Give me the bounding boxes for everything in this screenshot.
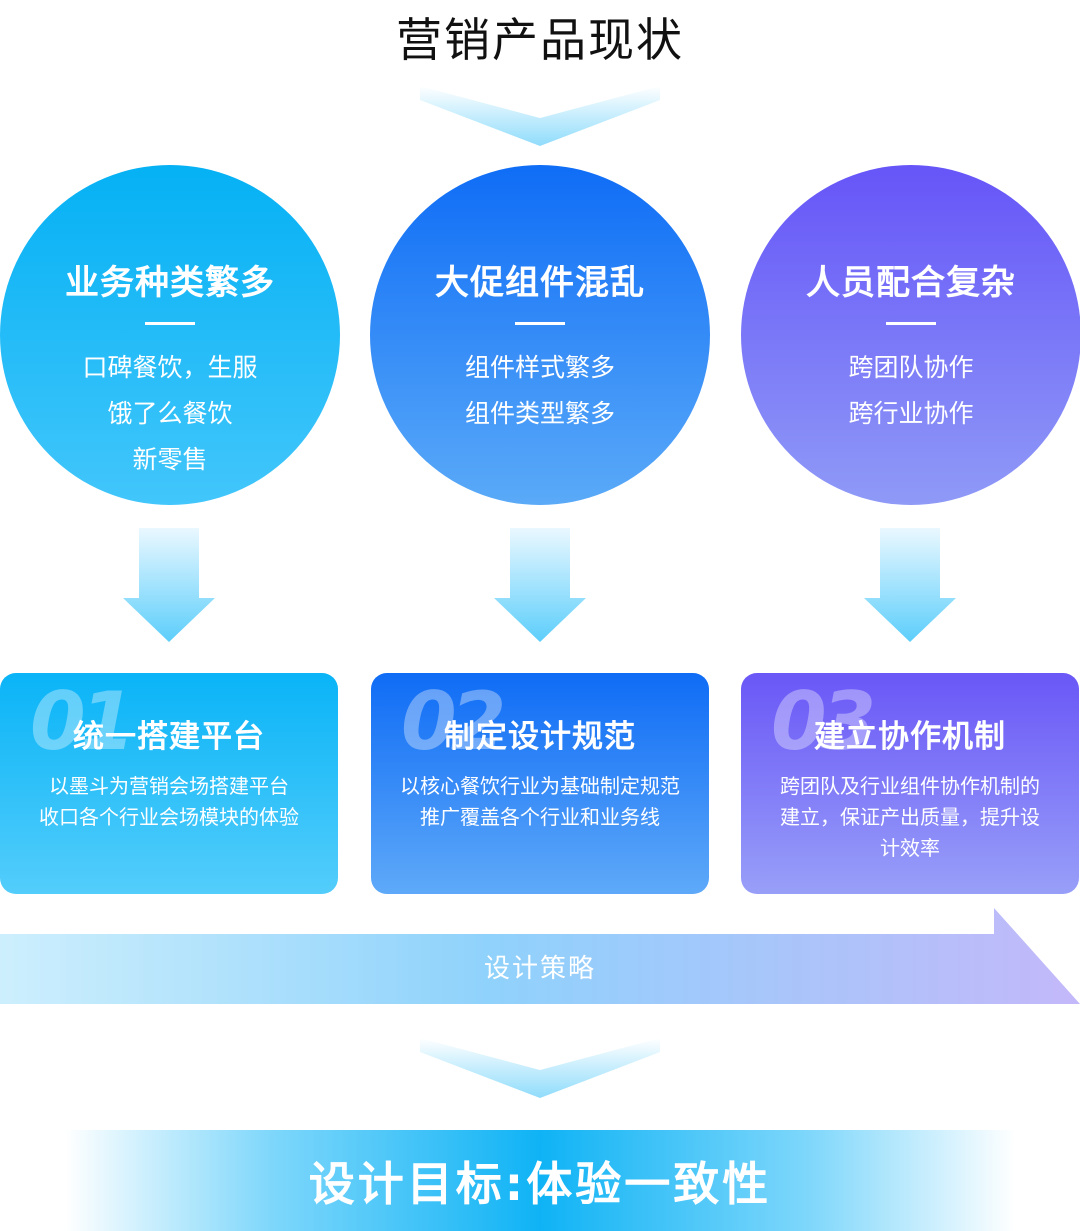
strategy-heading: 统一搭建平台 <box>73 719 265 755</box>
step-number: 03 <box>771 675 876 768</box>
strategy-band-arrow <box>0 908 1080 1004</box>
problem-heading: 人员配合复杂 <box>806 263 1016 303</box>
step-number: 01 <box>30 675 135 768</box>
problem-circle-business-types: 业务种类繁多 口碑餐饮，生服 饿了么餐饮 新零售 <box>0 165 340 505</box>
strategy-line: 收口各个行业会场模块的体验 <box>39 805 299 829</box>
strategy-card-guidelines: 02 制定设计规范 以核心餐饮行业为基础制定规范 推广覆盖各个行业和业务线 <box>371 673 709 894</box>
strategy-card-platform: 01 统一搭建平台 以墨斗为营销会场搭建平台 收口各个行业会场模块的体验 <box>0 673 338 894</box>
problem-line: 组件样式繁多 <box>464 353 615 382</box>
divider <box>886 322 936 325</box>
strategy-description: 跨团队及行业组件协作机制的 建立，保证产出质量，提升设 计效率 <box>751 771 1069 864</box>
strategy-card-collaboration: 03 建立协作机制 跨团队及行业组件协作机制的 建立，保证产出质量，提升设 计效… <box>741 673 1079 894</box>
strategy-band-label: 设计策略 <box>483 954 596 984</box>
strategy-heading: 建立协作机制 <box>814 719 1006 755</box>
problem-line: 饿了么餐饮 <box>107 399 233 428</box>
problem-heading: 大促组件混乱 <box>435 263 645 303</box>
arrow-down-icon <box>494 528 586 642</box>
strategy-line: 跨团队及行业组件协作机制的 <box>780 774 1040 798</box>
problem-line: 组件类型繁多 <box>464 399 615 428</box>
problem-line: 跨行业协作 <box>848 399 974 428</box>
strategy-line: 计效率 <box>880 836 940 860</box>
strategy-line: 建立，保证产出质量，提升设 <box>780 805 1040 829</box>
problem-line: 新零售 <box>132 445 208 474</box>
goal-label: 设计目标:体验一致性 <box>308 1157 772 1211</box>
strategy-heading: 制定设计规范 <box>444 719 636 755</box>
problem-circle-collaboration: 人员配合复杂 跨团队协作 跨行业协作 <box>741 165 1080 505</box>
chevron-down-icon <box>420 86 660 146</box>
problem-heading: 业务种类繁多 <box>65 263 275 303</box>
goal-banner <box>0 1130 1080 1231</box>
divider <box>145 322 195 325</box>
strategy-description: 以墨斗为营销会场搭建平台 收口各个行业会场模块的体验 <box>10 771 328 833</box>
strategy-line: 推广覆盖各个行业和业务线 <box>420 805 660 829</box>
page-title: 营销产品现状 <box>396 13 684 67</box>
step-number: 02 <box>401 675 506 768</box>
problem-circle-components: 大促组件混乱 组件样式繁多 组件类型繁多 <box>370 165 710 505</box>
arrow-down-icon <box>123 528 215 642</box>
strategy-line: 以墨斗为营销会场搭建平台 <box>49 774 289 798</box>
chevron-down-icon <box>420 1038 660 1098</box>
strategy-line: 以核心餐饮行业为基础制定规范 <box>400 774 680 798</box>
arrow-down-icon <box>864 528 956 642</box>
strategy-description: 以核心餐饮行业为基础制定规范 推广覆盖各个行业和业务线 <box>381 771 699 833</box>
problem-line: 跨团队协作 <box>848 353 974 382</box>
problem-line: 口碑餐饮，生服 <box>82 353 258 382</box>
divider <box>515 322 565 325</box>
